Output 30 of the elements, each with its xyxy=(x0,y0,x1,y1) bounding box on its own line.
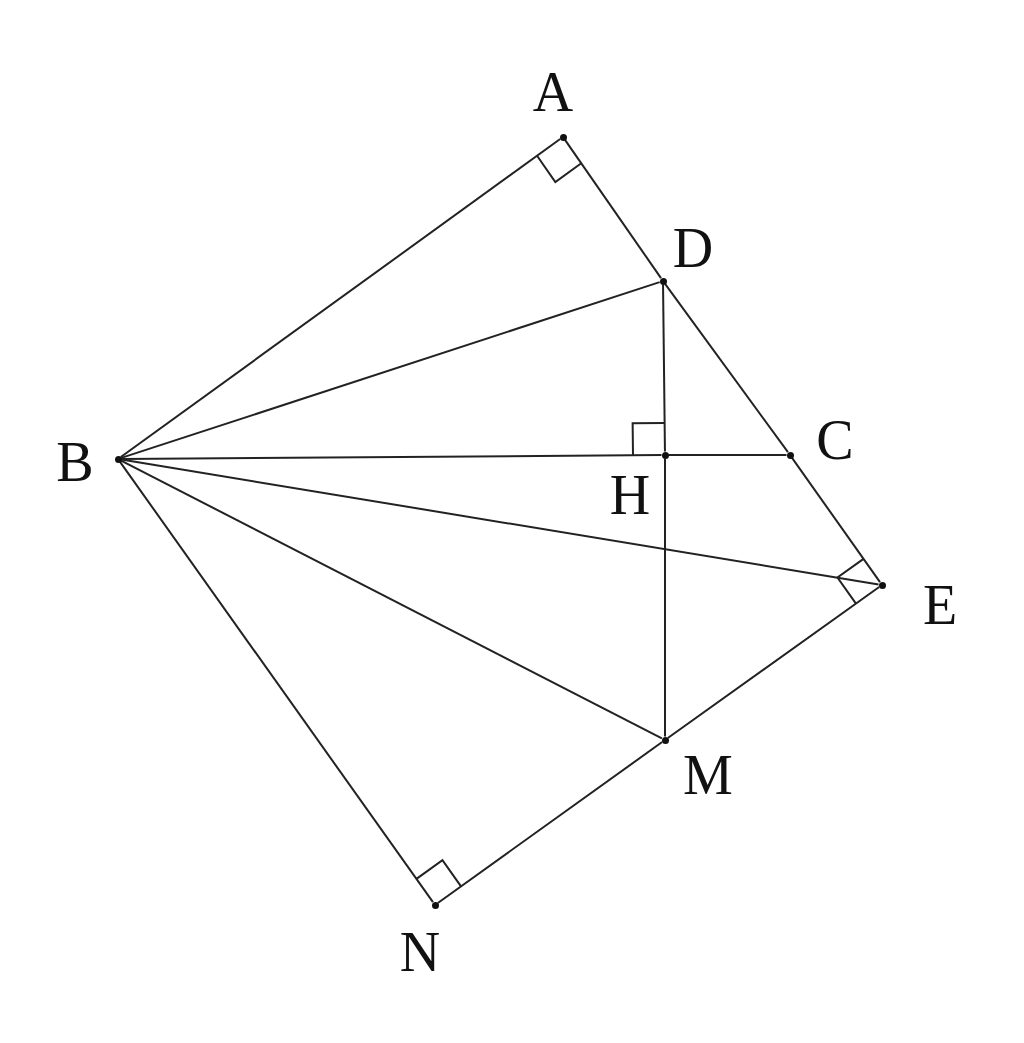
point-label: A xyxy=(532,64,574,120)
point-label: C xyxy=(816,412,854,468)
line-segment xyxy=(120,281,661,459)
line-segment xyxy=(436,741,664,904)
line-segment xyxy=(666,586,881,739)
line-segment xyxy=(564,138,662,280)
line-segment xyxy=(664,282,789,454)
point-label: D xyxy=(672,220,714,276)
point-label: H xyxy=(609,467,651,523)
point-dot xyxy=(661,451,669,459)
point-dot xyxy=(878,581,886,589)
point-dot xyxy=(659,277,667,285)
line-segment xyxy=(119,138,562,458)
point-label: B xyxy=(56,434,94,490)
point-dot xyxy=(114,455,122,463)
point-label: N xyxy=(399,924,441,980)
point-label: E xyxy=(922,577,958,633)
line-segment xyxy=(662,283,666,453)
line-segment xyxy=(791,456,881,584)
line-segment xyxy=(119,460,434,904)
point-label: M xyxy=(683,747,733,803)
point-dot xyxy=(431,901,439,909)
point-dot xyxy=(786,451,794,459)
point-dot xyxy=(661,736,669,744)
line-segment xyxy=(120,458,880,586)
line-segment xyxy=(664,457,666,738)
line-segment xyxy=(120,459,663,740)
line-segment xyxy=(667,454,788,456)
line-segment xyxy=(120,454,663,460)
point-dot xyxy=(559,133,567,141)
